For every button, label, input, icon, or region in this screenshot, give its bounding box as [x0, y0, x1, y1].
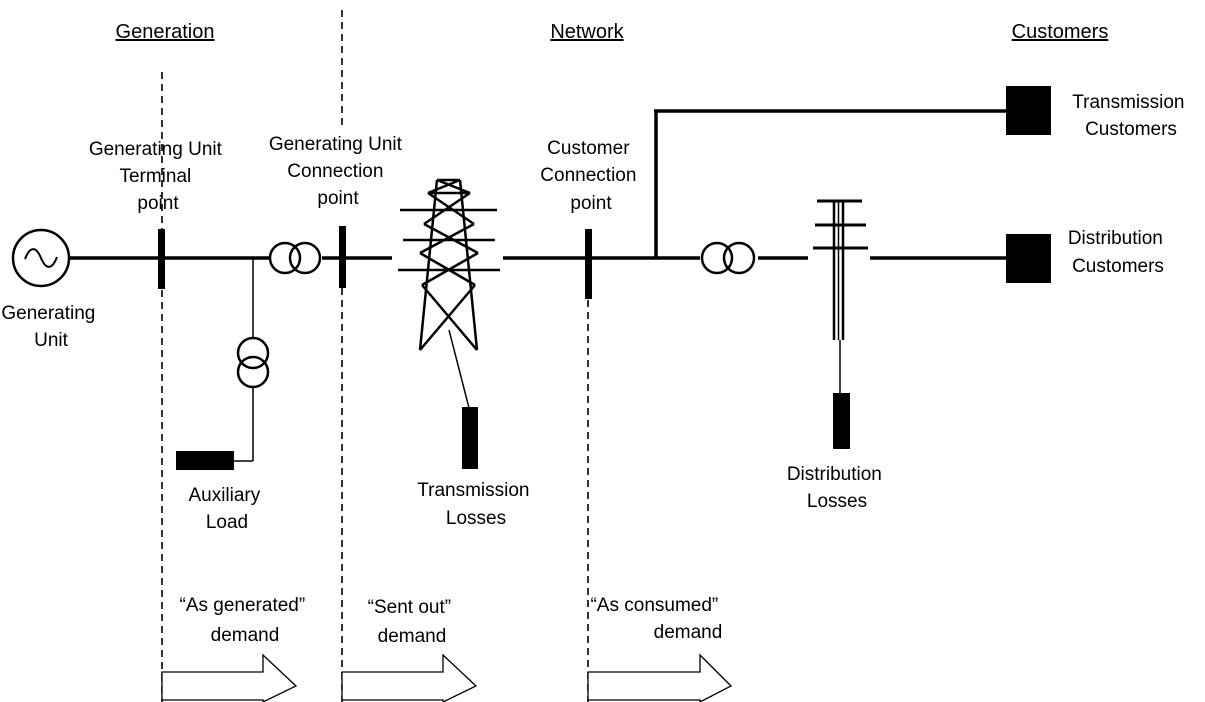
as-generated-demand-label: “As generated” demand	[180, 595, 311, 646]
transmission-tower-icon	[398, 178, 500, 351]
customer-connection-point-label: Customer Connection point	[540, 138, 641, 214]
auxiliary-load-block	[176, 451, 234, 470]
header-network: Network	[550, 21, 624, 43]
distribution-customers-block	[1006, 234, 1051, 283]
distribution-losses-block	[833, 393, 850, 449]
transmission-customers-label: Transmission Customers	[1072, 92, 1190, 140]
distribution-pole-icon	[813, 199, 868, 340]
transmission-losses-label: Transmission Losses	[417, 480, 535, 529]
transformer-icon	[268, 241, 322, 275]
transmission-customers-block	[1006, 86, 1051, 135]
distribution-losses-label: Distribution Losses	[787, 464, 887, 512]
tower-to-losses-link	[448, 329, 470, 409]
as-consumed-arrow	[587, 653, 733, 702]
transformer-icon	[236, 336, 270, 389]
auxiliary-load-label: Auxiliary Load	[188, 485, 265, 533]
generating-unit-terminal-point-label: Generating Unit Terminal point	[89, 139, 227, 214]
generating-unit-label: Generating Unit	[1, 303, 100, 351]
distribution-customers-label: Distribution Customers	[1068, 228, 1168, 277]
header-customers: Customers	[1012, 21, 1109, 43]
generating-unit-connection-point-label: Generating Unit Connection point	[269, 134, 407, 209]
header-generation: Generation	[116, 21, 215, 43]
connection-point-marker	[339, 226, 346, 288]
sent-out-demand-label: “Sent out” demand	[368, 597, 457, 647]
as-generated-arrow	[161, 653, 298, 702]
customer-connection-marker	[585, 229, 592, 299]
sent-out-arrow	[341, 653, 478, 702]
transmission-losses-block	[462, 407, 478, 469]
ac-generator-icon	[11, 228, 71, 288]
as-consumed-demand-label: “As consumed” demand	[590, 595, 723, 643]
transformer-icon	[700, 241, 756, 275]
terminal-point-marker	[158, 229, 165, 289]
